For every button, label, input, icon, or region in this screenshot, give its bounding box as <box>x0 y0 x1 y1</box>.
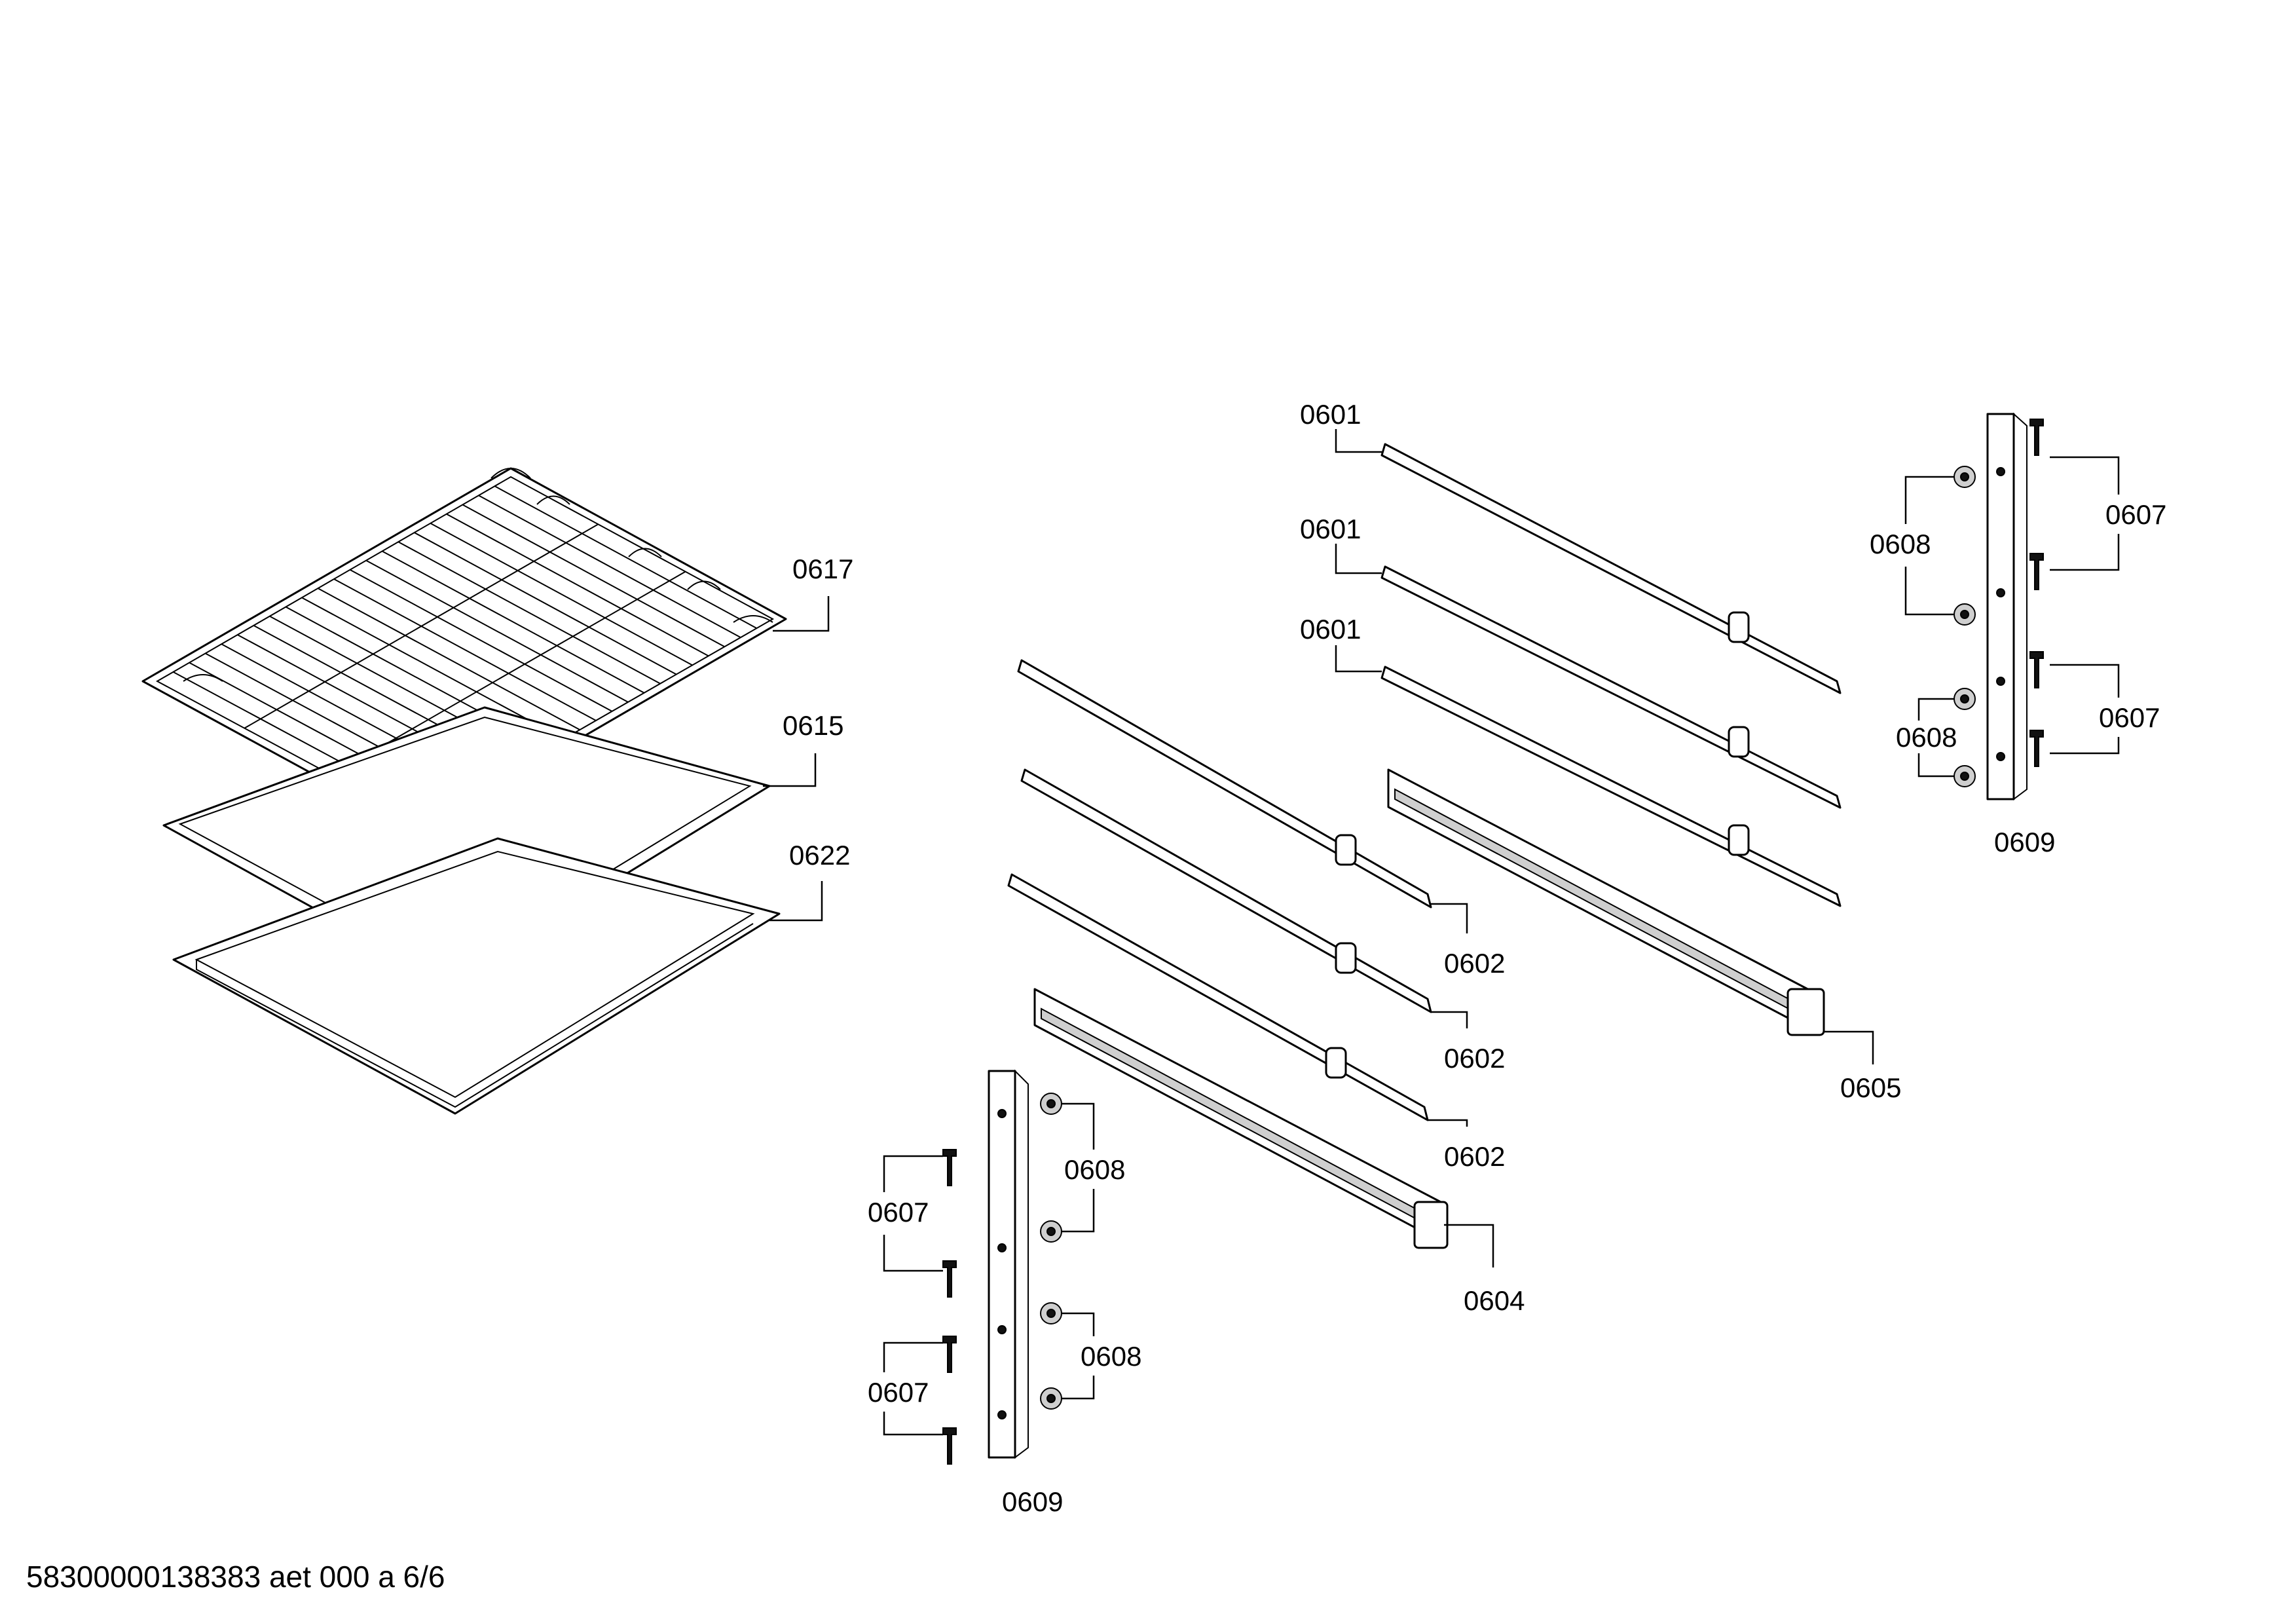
label-nut-right-lower: 0608 <box>1896 722 1957 753</box>
rails-right <box>1380 443 1842 907</box>
nuts-left <box>1040 1093 1062 1410</box>
label-rail-mid-3: 0602 <box>1444 1141 1506 1172</box>
label-screw-right-lower: 0607 <box>2099 702 2160 733</box>
leader-lines <box>763 429 2120 1436</box>
label-nut-left-upper: 0608 <box>1064 1154 1126 1185</box>
bracket-right <box>1986 412 2028 800</box>
deep-pan <box>172 837 781 1115</box>
telescopic-runner-left <box>1033 988 1449 1249</box>
label-baking-tray: 0615 <box>783 710 844 741</box>
label-telescopic-right: 0605 <box>1840 1072 1902 1103</box>
label-nut-left-lower: 0608 <box>1081 1341 1142 1372</box>
wire-rack <box>141 467 787 833</box>
drawing-reference: 58300000138383 aet 000 a 6/6 <box>26 1560 445 1594</box>
label-rail-top-2: 0601 <box>1300 514 1361 544</box>
label-wire-rack: 0617 <box>792 554 854 584</box>
bracket-left <box>988 1069 1029 1459</box>
label-screw-right-upper: 0607 <box>2105 499 2167 530</box>
label-bracket-left: 0609 <box>1002 1486 1064 1517</box>
nuts-right <box>1953 466 1976 787</box>
label-rail-top-3: 0601 <box>1300 614 1361 645</box>
label-nut-right-upper: 0608 <box>1870 529 1931 559</box>
label-rail-top-1: 0601 <box>1300 399 1361 430</box>
screws-right <box>2029 419 2044 767</box>
label-bracket-right: 0609 <box>1994 827 2056 857</box>
label-telescopic-left: 0604 <box>1464 1285 1525 1316</box>
screws-left <box>942 1149 957 1465</box>
label-deep-pan: 0622 <box>789 840 851 871</box>
rails-left <box>1007 659 1432 1121</box>
telescopic-runner-right <box>1387 768 1825 1036</box>
label-rail-mid-1: 0602 <box>1444 948 1506 979</box>
label-screw-left-upper: 0607 <box>868 1197 929 1228</box>
label-rail-mid-2: 0602 <box>1444 1043 1506 1074</box>
label-screw-left-lower: 0607 <box>868 1377 929 1408</box>
